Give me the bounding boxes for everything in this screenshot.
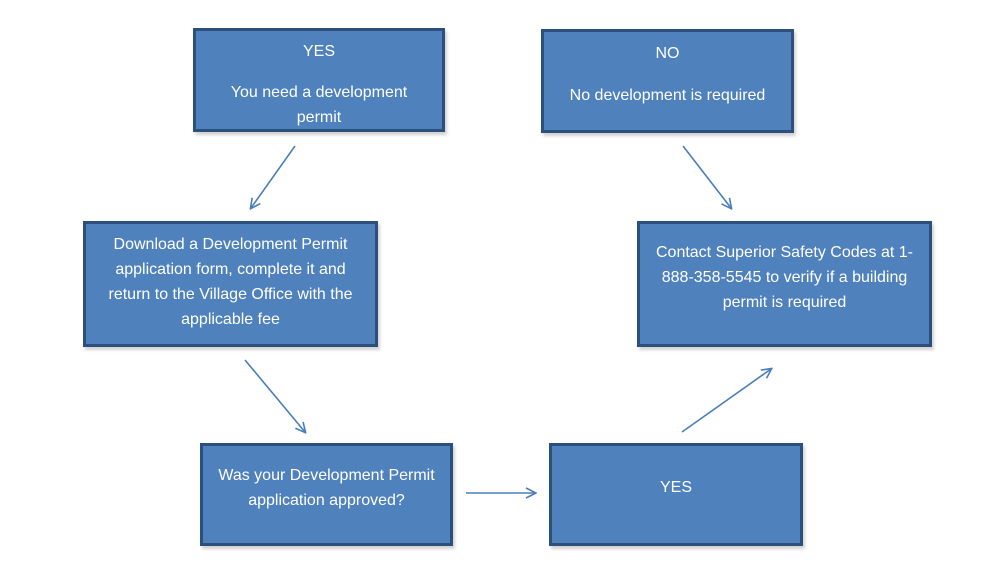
arrow-yes-permit-to-download (251, 145, 296, 208)
node-yes-permit-heading: YES (302, 43, 335, 60)
node-no-required: NO No development is required (541, 29, 794, 133)
node-contact-safety-codes-text: Contact Superior Safety Codes at 1-888-3… (655, 244, 914, 311)
node-no-required-text: No development is required (569, 87, 766, 104)
node-download-form: Download a Development Permit applicatio… (83, 221, 378, 347)
node-yes-permit: YES You need a development permit (193, 28, 445, 132)
node-application-approved-text: Was your Development Permit application … (218, 467, 435, 509)
node-download-form-text: Download a Development Permit applicatio… (108, 236, 353, 328)
node-yes-final: YES (549, 443, 803, 546)
node-no-required-heading: NO (655, 45, 680, 62)
arrow-no-required-to-contact (682, 145, 731, 208)
node-contact-safety-codes: Contact Superior Safety Codes at 1-888-3… (637, 221, 932, 347)
arrow-download-to-approved (244, 359, 305, 432)
node-yes-final-text: YES (659, 479, 692, 496)
arrow-yes-final-to-contact (681, 369, 771, 433)
node-yes-permit-text: You need a development permit (230, 84, 408, 126)
node-application-approved: Was your Development Permit application … (200, 443, 453, 546)
